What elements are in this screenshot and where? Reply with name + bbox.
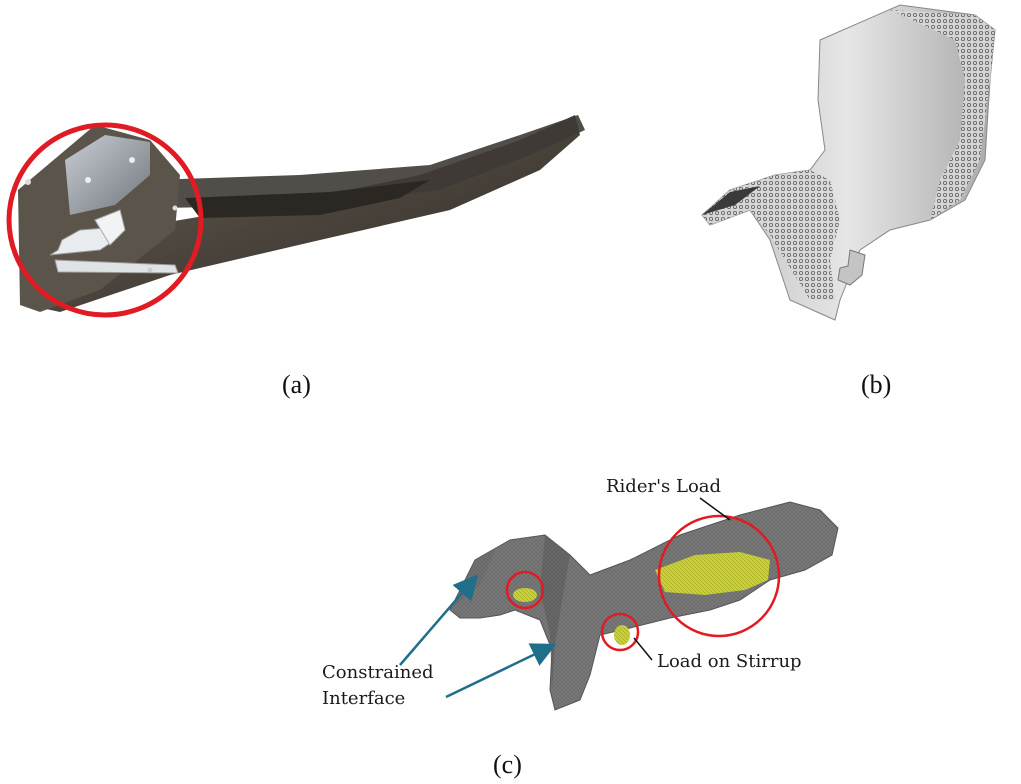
- panel-b: [690, 0, 1020, 330]
- caption-b: (b): [861, 370, 891, 400]
- caption-a: (a): [282, 370, 311, 400]
- lattice-part-illustration: [690, 0, 1020, 330]
- saddle-tree-illustration: [0, 80, 600, 340]
- constrained-label: Constrained: [322, 662, 434, 683]
- saddle-mesh: [450, 502, 838, 710]
- arrow-to-front: [400, 578, 475, 665]
- arrow-to-flap: [446, 646, 552, 697]
- load-on-stirrup-label: Load on Stirrup: [657, 651, 802, 672]
- interface-label: Interface: [322, 688, 405, 709]
- meshed-saddle-diagram: Rider's Load Load on Stirrup Constrained…: [300, 460, 920, 730]
- panel-c: Rider's Load Load on Stirrup Constrained…: [300, 460, 920, 730]
- panel-a: [0, 80, 600, 340]
- riders-load-label: Rider's Load: [606, 476, 721, 497]
- caption-c: (c): [493, 750, 522, 780]
